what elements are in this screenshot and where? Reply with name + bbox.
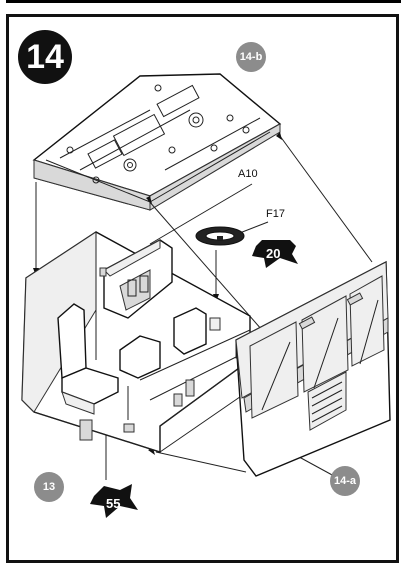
front-panel: [235, 260, 391, 477]
cab-body: [21, 231, 251, 453]
ref-star-steering: 20: [252, 240, 298, 268]
steering-wheel-f17: [195, 226, 245, 246]
ref-star-steering-label: 20: [266, 246, 280, 261]
step-number-badge: 14: [18, 30, 72, 84]
label-a10: A10: [238, 168, 258, 180]
callout-front-panel: 14-a: [330, 466, 360, 496]
ref-star-dashboard: 55: [90, 484, 138, 518]
callout-roof: 14-b: [236, 42, 266, 72]
label-f17: F17: [266, 208, 285, 220]
callout-cab-body: 13: [34, 472, 64, 502]
ref-star-dashboard-label: 55: [106, 496, 120, 511]
dashboard-a10: [99, 239, 173, 319]
top-border: [0, 0, 407, 6]
